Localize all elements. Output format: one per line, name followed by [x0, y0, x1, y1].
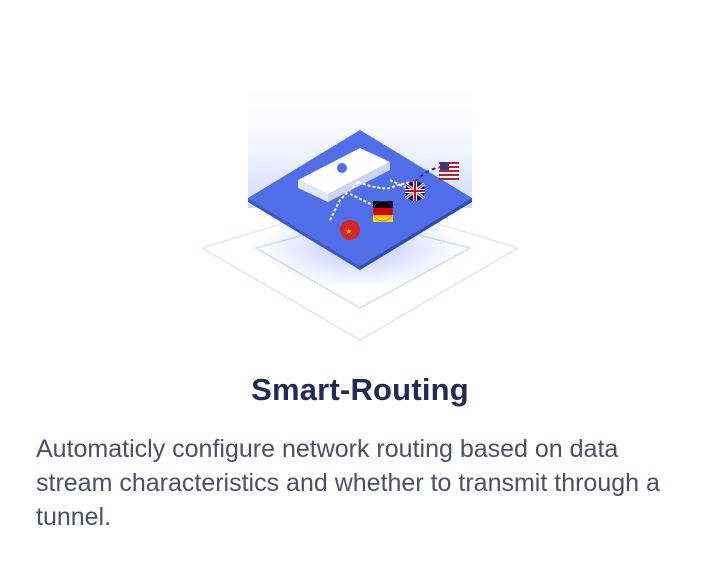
- germany-flag-icon: [372, 200, 394, 222]
- feature-description: Automaticly configure network routing ba…: [36, 435, 660, 531]
- network-routing-icon: ★: [200, 78, 520, 341]
- feature-title: Smart-Routing: [251, 372, 469, 407]
- svg-text:★: ★: [345, 227, 352, 236]
- usa-flag-icon: [439, 161, 459, 181]
- network-routing-illustration: ★: [190, 70, 530, 350]
- china-flag-icon: ★: [340, 220, 360, 240]
- uk-flag-icon: [405, 181, 425, 201]
